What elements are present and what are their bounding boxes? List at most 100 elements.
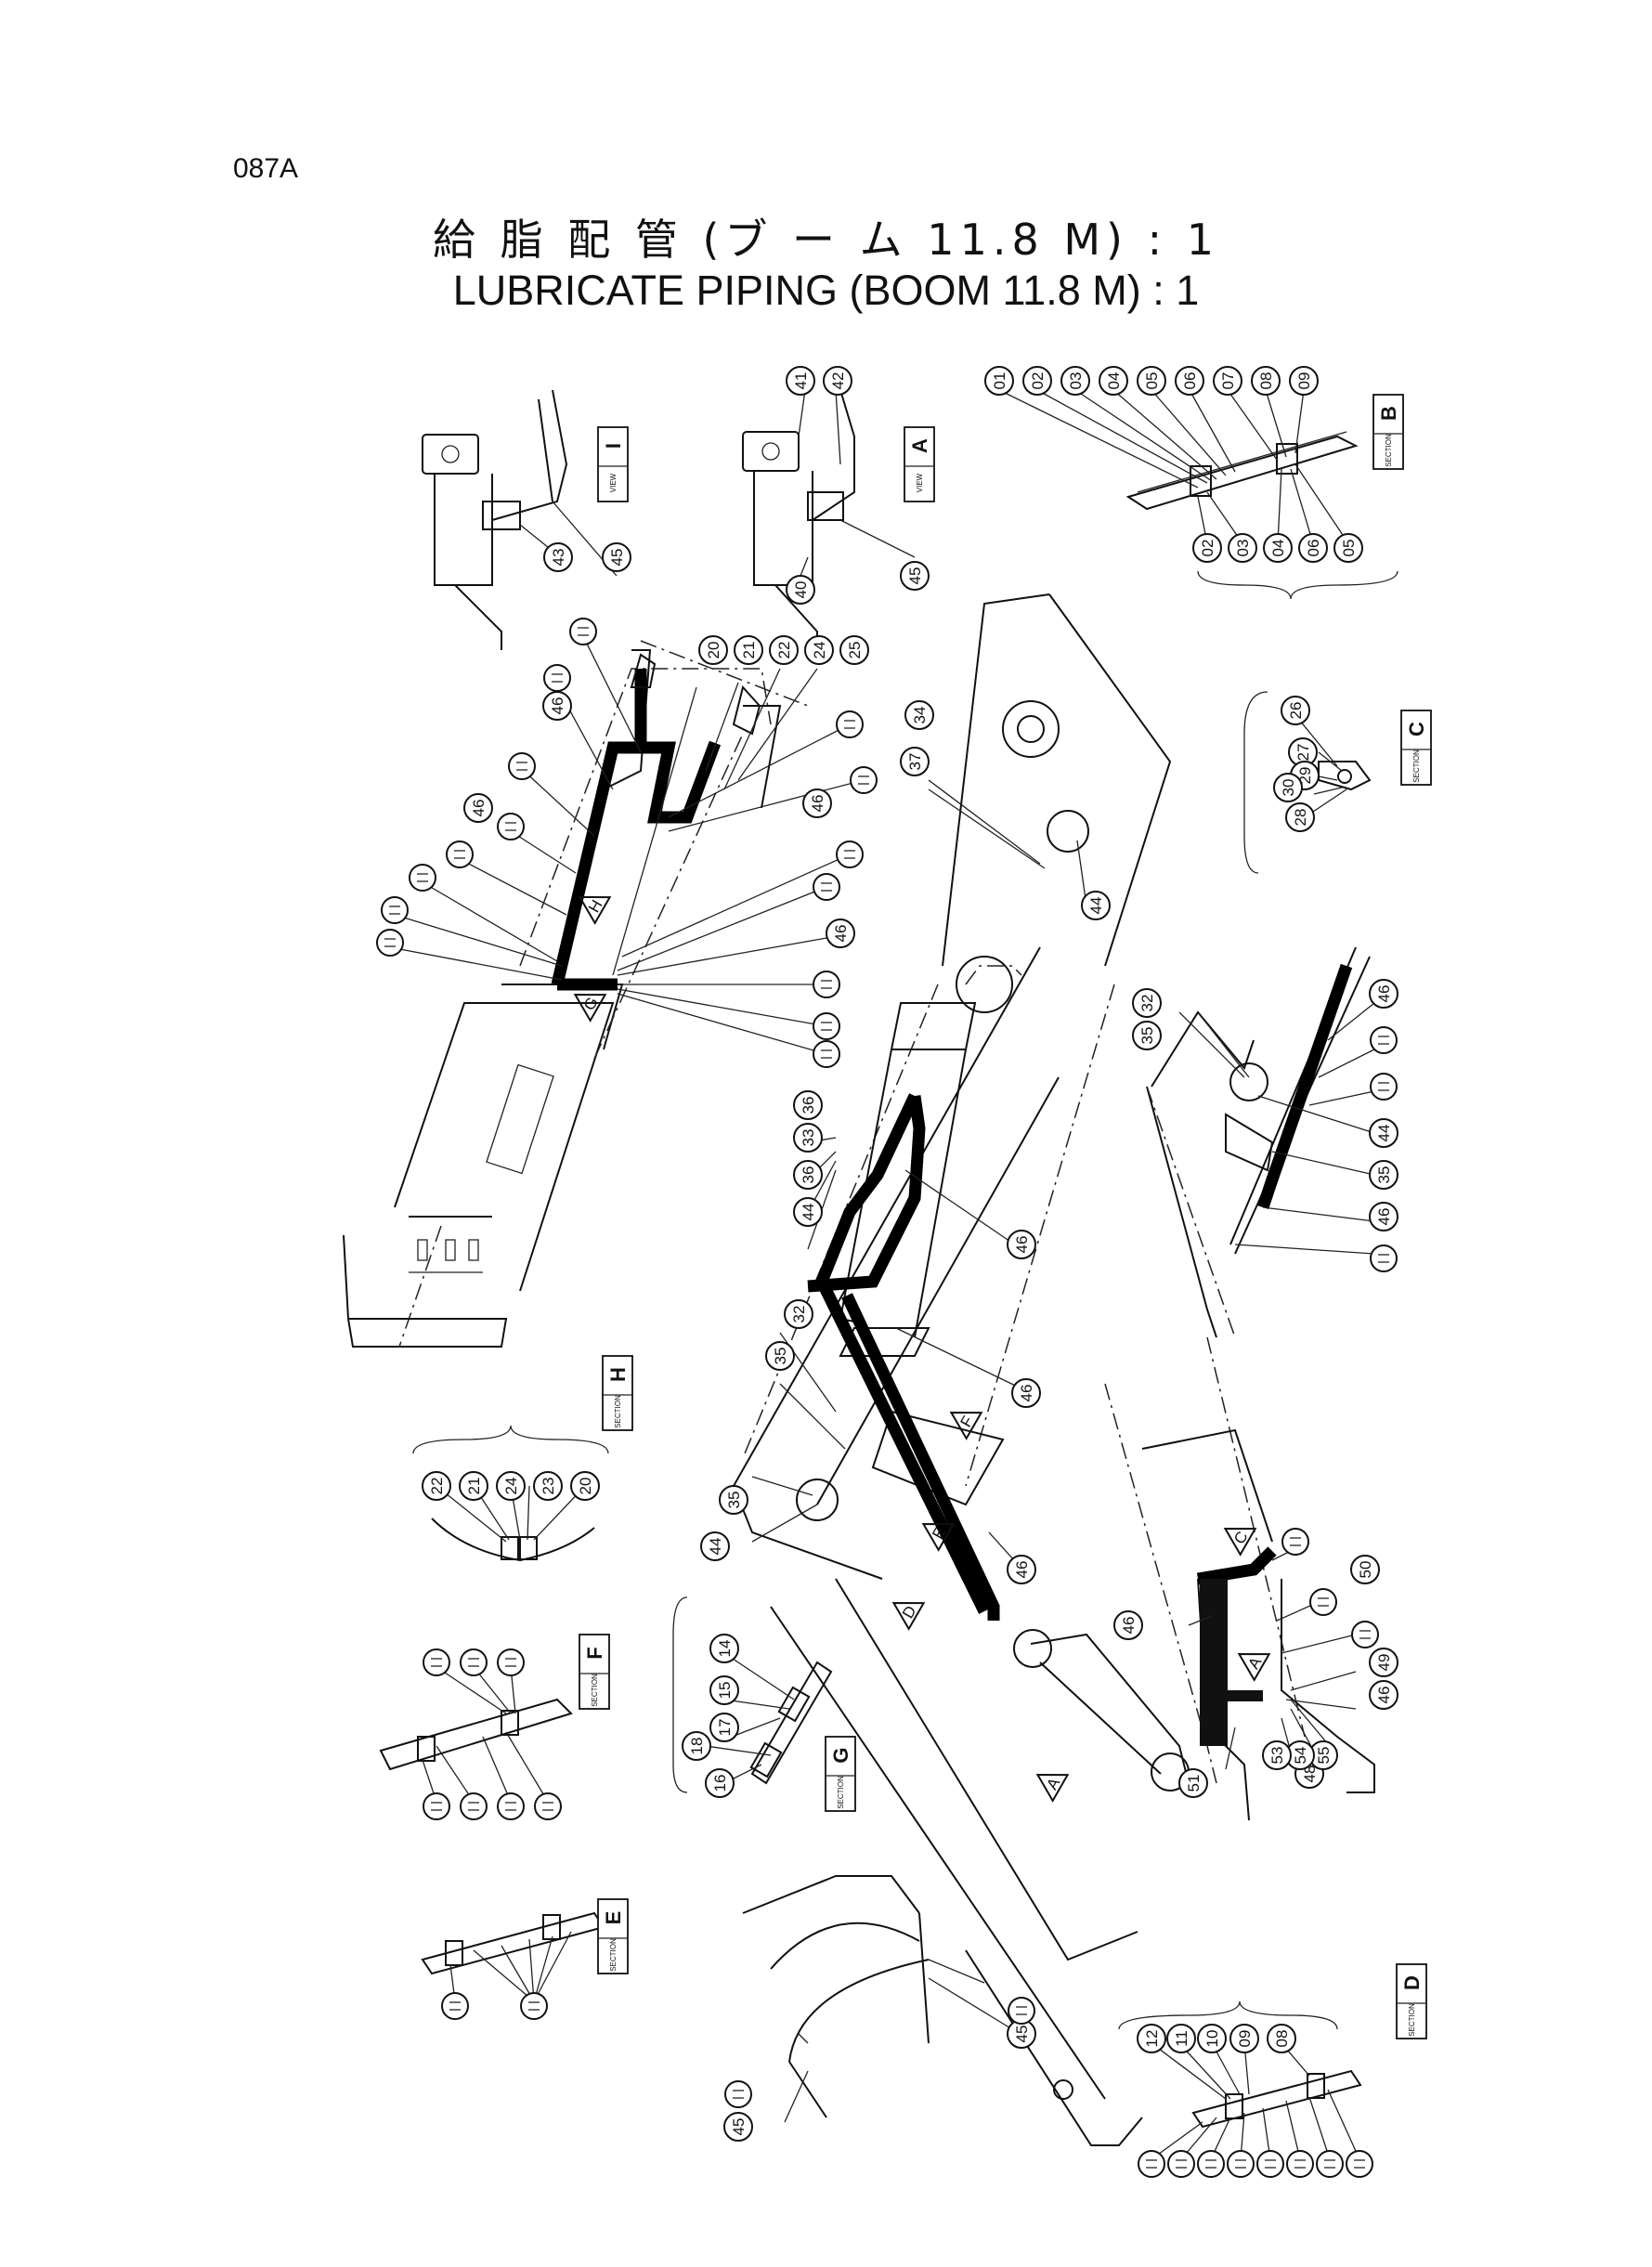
callout-balloon	[423, 1792, 450, 1820]
callout-balloon	[441, 1992, 469, 2020]
svg-text:45: 45	[906, 567, 924, 585]
callout-balloon	[1197, 2150, 1225, 2178]
callout-44: 44	[1369, 1118, 1398, 1148]
callout-02: 02	[1022, 366, 1052, 396]
callout-23: 23	[533, 1471, 563, 1501]
svg-text:46: 46	[1120, 1617, 1138, 1635]
callout-07: 07	[1213, 366, 1242, 396]
callout-22: 22	[422, 1471, 451, 1501]
tag-letter: B	[1377, 406, 1400, 421]
tag-sub: SECTION	[1412, 749, 1421, 783]
callout-09: 09	[1289, 366, 1319, 396]
tag-sub: VIEW	[609, 473, 618, 492]
svg-text:48: 48	[1301, 1765, 1319, 1783]
tag-sub: SECTION	[614, 1395, 622, 1428]
callout-balloon	[1309, 1588, 1337, 1616]
page-code: 087A	[233, 153, 299, 184]
svg-text:09: 09	[1236, 2030, 1254, 2048]
svg-text:15: 15	[716, 1682, 734, 1700]
callout-balloon	[543, 664, 571, 692]
svg-text:09: 09	[1295, 372, 1313, 390]
callout-balloon	[1316, 2150, 1344, 2178]
svg-text:45: 45	[730, 2118, 748, 2136]
tag-sub: SECTION	[1408, 2003, 1416, 2037]
svg-text:21: 21	[740, 642, 758, 659]
callout-28: 28	[1285, 802, 1315, 832]
callout-25: 25	[839, 635, 869, 665]
callout-balloon	[1281, 1528, 1309, 1556]
svg-text:10: 10	[1203, 2030, 1221, 2048]
callout-11: 11	[1166, 2024, 1196, 2053]
svg-text:54: 54	[1292, 1747, 1309, 1765]
svg-text:28: 28	[1292, 809, 1309, 827]
callout-24: 24	[804, 635, 834, 665]
svg-text:35: 35	[725, 1492, 743, 1509]
svg-text:24: 24	[502, 1478, 520, 1495]
svg-text:46: 46	[549, 697, 566, 715]
callout-40: 40	[786, 575, 815, 605]
callout-35: 35	[1369, 1160, 1398, 1190]
view-i-fitting	[422, 389, 618, 650]
svg-text:29: 29	[1296, 767, 1314, 785]
callout-32: 32	[784, 1299, 813, 1329]
svg-text:42: 42	[829, 372, 847, 390]
callout-21: 21	[734, 635, 763, 665]
tag-letter: A	[908, 438, 931, 453]
callout-53: 53	[1262, 1740, 1292, 1770]
view-tags: IVIEWAVIEWBSECTIONCSECTIONHSECTIONFSECTI…	[579, 394, 1432, 2039]
svg-text:45: 45	[1013, 2026, 1031, 2043]
callout-08: 08	[1251, 366, 1281, 396]
callout-balloon	[1370, 1244, 1398, 1272]
svg-text:07: 07	[1219, 372, 1237, 390]
svg-text:25: 25	[846, 642, 864, 659]
svg-text:12: 12	[1143, 2030, 1161, 2048]
main-boom	[733, 593, 1190, 2146]
callout-balloon	[836, 710, 864, 738]
svg-text:04: 04	[1269, 540, 1287, 557]
callout-balloon	[508, 752, 536, 780]
callout-36: 36	[793, 1090, 823, 1120]
svg-text:35: 35	[772, 1348, 789, 1365]
callout-46: 46	[542, 691, 572, 721]
tag-sub: SECTION	[609, 1938, 618, 1972]
svg-text:22: 22	[428, 1478, 446, 1495]
callout-balloon	[497, 1648, 525, 1676]
callout-35: 35	[1132, 1021, 1162, 1050]
callout-24: 24	[496, 1471, 526, 1501]
tag-letter: F	[583, 1647, 606, 1659]
svg-text:30: 30	[1280, 779, 1297, 797]
tag-letter: H	[606, 1367, 630, 1382]
section-f-detail	[379, 1666, 573, 1803]
tag-letter: G	[829, 1747, 852, 1763]
callout-18: 18	[682, 1731, 711, 1761]
svg-text:11: 11	[1173, 2030, 1190, 2047]
svg-text:49: 49	[1375, 1654, 1393, 1672]
callout-balloon	[813, 1040, 840, 1068]
svg-text:32: 32	[1138, 995, 1156, 1012]
tag-letter: C	[1405, 722, 1428, 736]
tag-c: C SECTION	[1400, 710, 1432, 786]
callout-08: 08	[1267, 2024, 1296, 2053]
callout-37: 37	[900, 747, 930, 776]
svg-text:01: 01	[991, 372, 1008, 390]
callout-balloon	[376, 929, 404, 957]
svg-text:46: 46	[1375, 985, 1393, 1003]
svg-text:46: 46	[1375, 1687, 1393, 1704]
svg-text:44: 44	[1087, 897, 1105, 915]
section-g-detail	[672, 1596, 833, 1793]
callout-30: 30	[1273, 773, 1303, 802]
callout-balloon	[1370, 1026, 1398, 1054]
callout-45: 45	[602, 542, 631, 572]
svg-text:46: 46	[809, 795, 826, 813]
svg-text:05: 05	[1143, 372, 1161, 390]
section-b-detail	[998, 389, 1398, 600]
svg-text:06: 06	[1181, 372, 1199, 390]
callout-45: 45	[900, 561, 930, 591]
callout-10: 10	[1197, 2024, 1227, 2053]
